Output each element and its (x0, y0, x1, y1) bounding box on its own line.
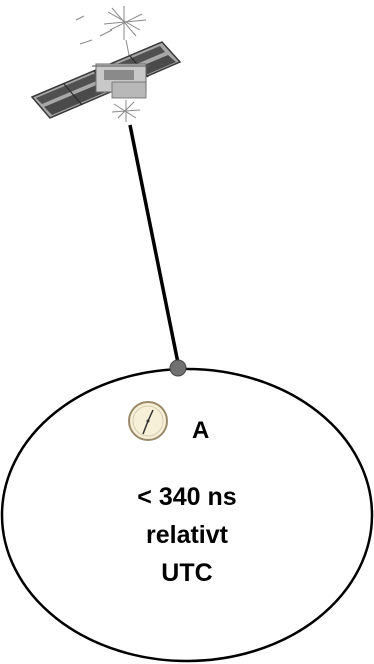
satellite-body (92, 63, 150, 99)
satellite-antenna-bottom (111, 100, 141, 122)
clock-icon (128, 401, 168, 441)
station-ellipse (0, 367, 374, 663)
station-label: A (192, 417, 209, 444)
accuracy-line-3: UTC (161, 559, 212, 587)
satellite-antenna-top (75, 6, 147, 61)
receiver-node (169, 359, 187, 377)
accuracy-line-1: < 340 ns (137, 483, 236, 511)
signal-line (128, 124, 181, 369)
accuracy-line-2: relativt (146, 521, 229, 549)
satellite-icon (30, 6, 182, 122)
